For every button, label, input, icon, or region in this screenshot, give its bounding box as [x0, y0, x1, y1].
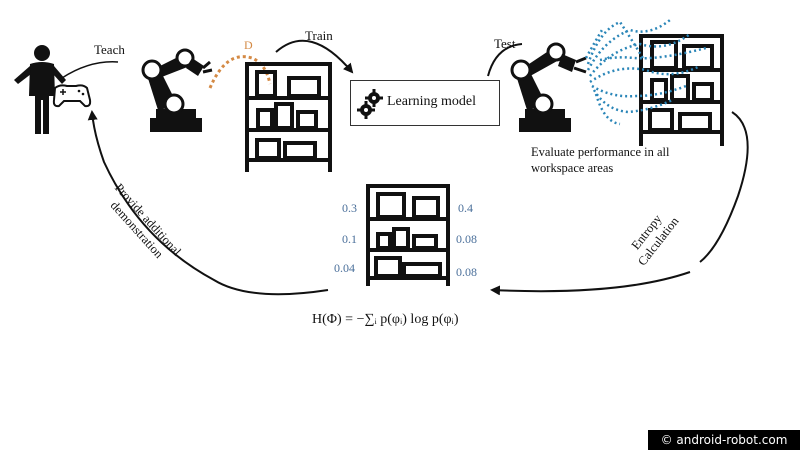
probability-right: 0.08 [456, 232, 477, 246]
person-icon [14, 45, 66, 134]
robot-arm-icon [141, 48, 213, 132]
probability-right: 0.08 [456, 265, 477, 279]
evaluate-arrow [699, 111, 749, 263]
evaluate-line-2: workspace areas [531, 161, 614, 175]
demonstration-d-label: D [244, 38, 253, 52]
probability-right: 0.4 [458, 201, 473, 215]
shelf-icon [639, 34, 724, 146]
point-cloud-icon [584, 19, 707, 126]
shelf-icon [245, 62, 332, 172]
watermark: © android-robot.com [648, 430, 800, 450]
learning-model-label: Learning model [387, 94, 477, 109]
gamepad-icon [52, 84, 92, 108]
entropy-arrow [490, 271, 691, 296]
evaluate-label: Evaluate performance in all workspace ar… [531, 144, 711, 176]
teach-connector [61, 61, 119, 79]
learning-model-box: Learning model [350, 80, 500, 126]
test-label: Test [494, 36, 516, 51]
probability-left: 0.3 [342, 201, 357, 215]
probability-left: 0.04 [334, 261, 355, 275]
entropy-formula: H(Φ) = −∑ᵢ p(φᵢ) log p(φᵢ) [312, 312, 459, 327]
gear-icon [357, 89, 383, 119]
train-label: Train [305, 28, 333, 43]
robot-arm-icon [510, 42, 587, 132]
evaluate-line-1: Evaluate performance in all [531, 145, 670, 159]
probability-left: 0.1 [342, 232, 357, 246]
teach-label: Teach [94, 42, 125, 57]
shelf-icon [366, 184, 450, 286]
feedback-arrow [87, 110, 329, 296]
train-arrow [275, 39, 354, 74]
test-arrow [487, 43, 523, 77]
